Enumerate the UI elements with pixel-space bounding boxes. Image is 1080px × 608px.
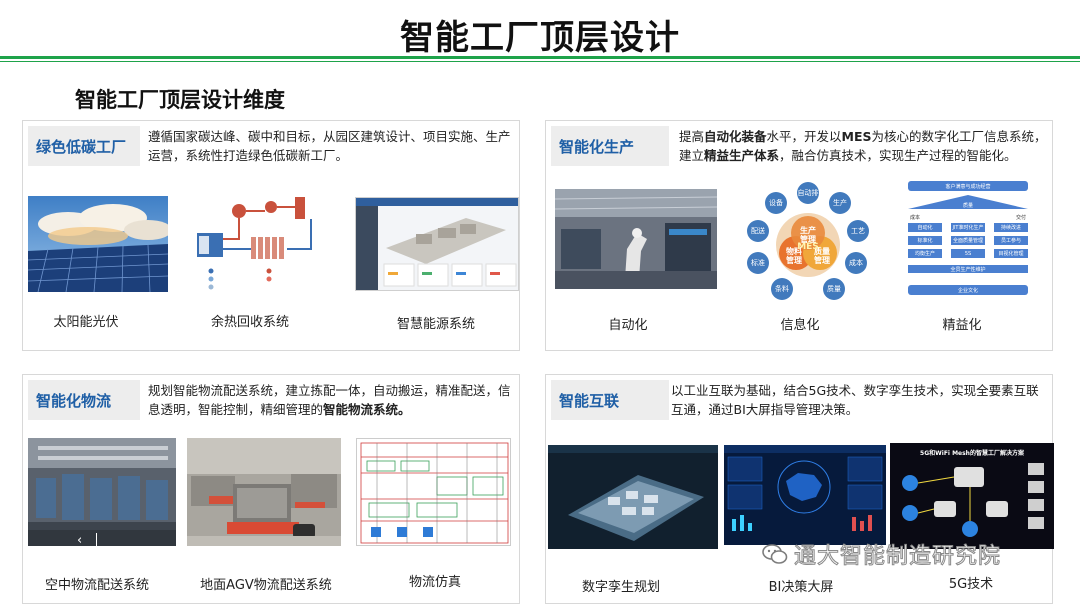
digital-twin-image — [548, 445, 718, 549]
svg-text:持续改进: 持续改进 — [1001, 224, 1021, 231]
svg-text:交付: 交付 — [1016, 214, 1026, 221]
chevron-left-icon[interactable]: ‹ — [77, 533, 83, 548]
svg-text:5S: 5S — [965, 251, 971, 257]
panel-intelligent-logistics: 智能化物流 规划智能物流配送系统，建立拣配一体，自动搬运，精准配送，信息透明，智… — [22, 374, 520, 604]
svg-text:质量: 质量 — [814, 246, 830, 256]
svg-text:全员生产性维护: 全员生产性维护 — [950, 266, 985, 273]
panel-tag: 绿色低碳工厂 — [28, 126, 140, 166]
svg-text:条料: 条料 — [775, 284, 789, 293]
caption-smart-energy: 智慧能源系统 — [396, 317, 475, 332]
solar-pv-image — [28, 196, 168, 292]
svg-text:质量: 质量 — [963, 202, 973, 209]
svg-text:设备: 设备 — [769, 198, 783, 207]
page-title: 智能工厂顶层设计 — [400, 18, 680, 58]
svg-text:标准: 标准 — [751, 258, 765, 267]
svg-text:MES: MES — [797, 242, 819, 252]
caption-agv-logistics: 地面AGV物流配送系统 — [200, 578, 332, 593]
title-underline-thin — [0, 61, 1080, 62]
caption-automation: 自动化 — [608, 318, 648, 333]
svg-text:成本: 成本 — [910, 214, 920, 221]
panel-description: 规划智能物流配送系统，建立拣配一体，自动搬运，精准配送，信息透明，智能控制，精细… — [148, 383, 511, 417]
caption-informatization: 信息化 — [780, 318, 820, 333]
title-underline — [0, 56, 1080, 59]
wechat-icon — [762, 543, 788, 565]
svg-text:管理: 管理 — [800, 234, 816, 244]
panel-description: 以工业互联为基础，结合5G技术、数字孪生技术，实现全要素互联互通，通过BI大屏指… — [671, 383, 1039, 417]
caption-lean: 精益化 — [942, 318, 982, 333]
svg-text:全面质量管理: 全面质量管理 — [953, 237, 983, 244]
svg-text:客户满意与成功经营: 客户满意与成功经营 — [945, 183, 990, 190]
5g-solution-image: 5G和WiFi Mesh的智慧工厂解决方案 — [890, 443, 1054, 549]
caption-solar-pv: 太阳能光伏 — [53, 315, 119, 330]
panel-green-factory: 绿色低碳工厂 遵循国家碳达峰、碳中和目标，从园区建筑设计、项目实施、生产运营，系… — [22, 120, 520, 351]
watermark: 通大智能制造研究院 — [762, 538, 1001, 570]
svg-text:配送: 配送 — [751, 226, 765, 235]
watermark-text: 通大智能制造研究院 — [793, 544, 1002, 570]
heat-recovery-diagram — [191, 193, 331, 293]
panel-tag: 智能化生产 — [551, 126, 669, 166]
caption-overhead-logistics: 空中物流配送系统 — [44, 578, 149, 593]
panel-intelligent-production: 智能化生产 提高自动化装备水平，开发以MES为核心的数字化工厂信息系统，建立精益… — [545, 120, 1053, 351]
panel-tag: 智能互联 — [551, 380, 669, 420]
overhead-logistics-image — [28, 438, 176, 546]
panel-description: 遵循国家碳达峰、碳中和目标，从园区建筑设计、项目实施、生产运营，系统性打造绿色低… — [148, 129, 511, 163]
automation-robot-image — [555, 189, 717, 289]
svg-text:生产: 生产 — [800, 225, 816, 235]
caption-logistics-simulation: 物流仿真 — [408, 575, 461, 590]
svg-text:JIT准时化生产: JIT准时化生产 — [951, 224, 983, 231]
mes-wheel-diagram: 自动排 生产 工艺 成本 质量 条料 标准 配送 设备 生产管理 物料管理 质量… — [736, 181, 880, 307]
svg-text:管理: 管理 — [814, 255, 830, 265]
svg-text:标准化: 标准化 — [917, 237, 932, 244]
agv-logistics-image — [187, 438, 341, 546]
svg-text:自动化: 自动化 — [917, 224, 932, 231]
bi-dashboard-image — [724, 445, 886, 545]
smart-energy-screenshot — [355, 197, 519, 291]
svg-text:目视化管理: 目视化管理 — [998, 250, 1023, 257]
svg-text:员工参与: 员工参与 — [1001, 237, 1021, 244]
caption-digital-twin: 数字孪生规划 — [581, 580, 660, 595]
logistics-simulation-drawing — [356, 438, 511, 546]
svg-text:成本: 成本 — [849, 258, 863, 267]
svg-text:工艺: 工艺 — [851, 227, 865, 235]
svg-text:均衡生产: 均衡生产 — [915, 250, 935, 257]
caption-5g: 5G技术 — [948, 577, 994, 592]
svg-text:自动排: 自动排 — [798, 188, 819, 197]
caption-bi-dashboard: BI决策大屏 — [768, 580, 834, 595]
panel-intelligent-interconnect: 智能互联 以工业互联为基础，结合5G技术、数字孪生技术，实现全要素互联互通，通过… — [545, 374, 1054, 604]
svg-text:企业文化: 企业文化 — [958, 287, 978, 294]
caption-heat-recovery: 余热回收系统 — [210, 315, 289, 330]
svg-text:生产: 生产 — [833, 198, 847, 207]
divider-line — [96, 533, 97, 547]
section-title: 智能工厂顶层设计维度 — [75, 88, 285, 112]
svg-text:质量: 质量 — [827, 284, 841, 293]
svg-text:物料: 物料 — [786, 246, 802, 256]
svg-text:5G和WiFi Mesh的智慧工厂解决方案: 5G和WiFi Mesh的智慧工厂解决方案 — [920, 449, 1025, 457]
lean-production-chart: 客户满意与成功经营 质量 自动化 JIT准时化生产 持续改进 标准化 全面质量管… — [902, 179, 1034, 301]
svg-text:管理: 管理 — [786, 255, 802, 265]
panel-tag: 智能化物流 — [28, 380, 140, 420]
panel-description: 提高自动化装备水平，开发以MES为核心的数字化工厂信息系统，建立精益生产体系，融… — [679, 129, 1047, 163]
